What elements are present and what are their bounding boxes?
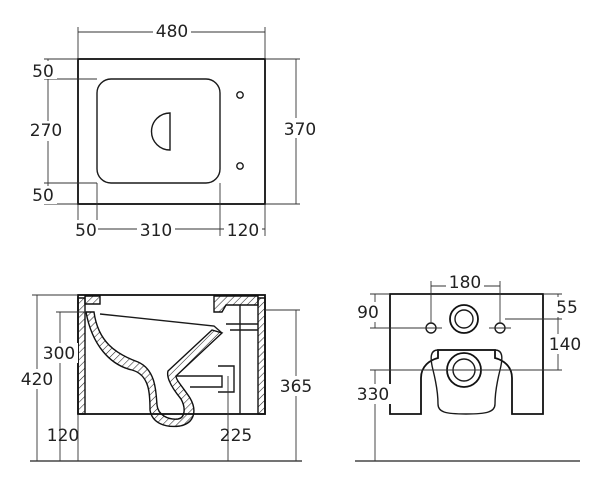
dim-140-label-bg [546, 334, 584, 354]
dim-bottom-120-label: 120 [227, 221, 259, 241]
side-front-wall [77, 297, 86, 415]
top-view-bolt-hole-lower [236, 162, 244, 170]
dim-225-label: 225 [220, 426, 252, 446]
dim-left-270-label-bg [26, 121, 66, 141]
dim-bottom-120-label-bg [224, 220, 262, 238]
rear-view: 180 90 55 140 330 [355, 271, 584, 462]
top-view-outline [77, 58, 266, 205]
dim-90-label-bg [355, 302, 381, 322]
dim-55-label-bg [553, 297, 581, 317]
dim-180-label-bg [446, 271, 484, 291]
side-bowl-shell [85, 311, 224, 428]
side-rear-wall [257, 297, 266, 415]
dim-330-label: 330 [357, 385, 389, 405]
dim-left-270-label: 270 [30, 121, 62, 141]
dim-140-label: 140 [549, 335, 581, 355]
dim-480-label-bg [153, 20, 191, 40]
side-outlet-pipe [176, 375, 223, 388]
dim-370-label: 370 [284, 120, 316, 140]
dim-370-label-bg [280, 118, 318, 138]
dim-300-label: 300 [43, 344, 75, 364]
dim-bottom-50-label: 50 [75, 221, 97, 241]
side-bowl-rim [99, 313, 223, 334]
dim-left-50-top-label: 50 [32, 62, 54, 82]
dim-90-label: 90 [357, 303, 379, 323]
dim-left-50-bottom-label: 50 [32, 186, 54, 206]
side-section-view: 420 300 365 120 225 [18, 294, 315, 462]
dim-180-label: 180 [449, 273, 481, 293]
top-view: 480 370 50 270 50 50 310 120 [26, 20, 318, 241]
dim-480-label: 480 [156, 22, 188, 42]
dim-bottom-310-label: 310 [140, 221, 172, 241]
dim-bottom-50-label-bg [74, 220, 98, 238]
top-view-bowl-opening [150, 112, 171, 151]
side-top-rim [84, 295, 101, 305]
side-outlet-connector [218, 365, 235, 393]
dim-330-label-bg [355, 384, 395, 404]
dim-420-label: 420 [21, 370, 53, 390]
rear-inlet-outer [449, 304, 479, 334]
dim-120-label: 120 [47, 426, 79, 446]
top-view-bowl [96, 78, 221, 184]
dim-left-50-bottom-label-bg [30, 186, 57, 204]
top-view-bolt-hole-upper [236, 91, 244, 99]
side-rear-top-block [213, 295, 259, 313]
dim-55-label: 55 [556, 298, 578, 318]
dim-bottom-310-label-bg [137, 220, 175, 238]
dim-300-label-bg [40, 343, 78, 363]
dim-365-label-bg [277, 376, 315, 396]
dim-365-label: 365 [280, 377, 312, 397]
dim-left-50-top-label-bg [30, 61, 57, 79]
dim-420-label-bg [18, 369, 56, 389]
rear-inlet-inner [454, 309, 474, 329]
